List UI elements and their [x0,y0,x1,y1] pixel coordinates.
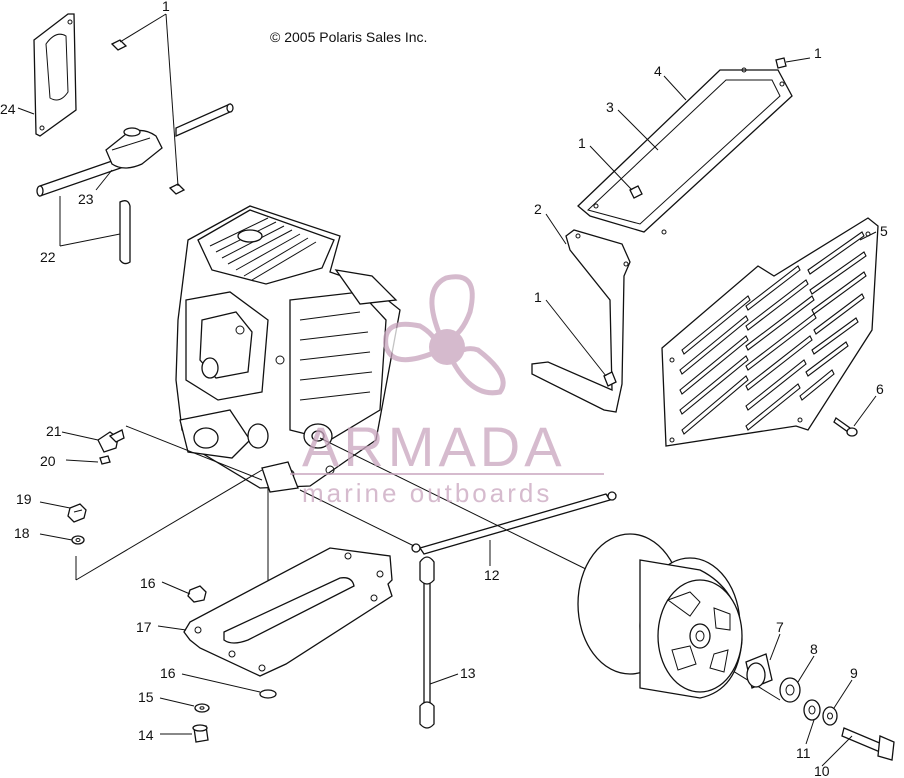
part-2-bracket [531,229,631,413]
part-16-nut-upper [187,585,207,603]
part-24-bracket [33,13,77,137]
callout-16a: 16 [140,575,156,591]
part-17-mounting-plate [183,547,393,677]
callout-6: 6 [876,381,884,397]
part-13-link [419,556,435,729]
copyright-text: © 2005 Polaris Sales Inc. [270,29,427,45]
fastener-1-top [110,39,186,195]
part-7-spacer [745,653,773,689]
callout-22: 22 [40,249,56,265]
part-12-tie-rod [411,491,617,555]
fastener-1-cover [629,185,643,199]
fastener-1-bracket [603,371,617,387]
part-23-fuel-pump [105,127,163,169]
callout-3: 3 [606,99,614,115]
callout-13: 13 [460,665,476,681]
part-9-washer [822,706,838,726]
part-20-nut [99,455,111,465]
callout-15: 15 [138,689,154,705]
callout-12: 12 [484,567,500,583]
part-5-vent-panel [661,217,879,447]
callout-23: 23 [78,191,94,207]
callout-9: 9 [850,665,858,681]
callout-7: 7 [776,619,784,635]
vent-slots [679,231,867,435]
callout-20: 20 [40,453,56,469]
part-19-bolt [67,503,87,523]
engine-block [175,205,401,493]
callout-21: 21 [46,423,62,439]
callout-1a: 1 [162,0,170,14]
part-21-elbow-fitting [97,429,125,453]
callout-18: 18 [14,525,30,541]
callout-17: 17 [136,619,152,635]
part-8-washer [779,677,801,703]
callout-1d: 1 [534,289,542,305]
part-16-nut-lower [259,689,277,699]
callout-4: 4 [654,63,662,79]
part-6-screw [833,417,858,437]
part-18-washer [71,535,85,545]
part-15-washer [194,703,210,713]
callout-5: 5 [880,223,888,239]
callout-2: 2 [534,201,542,217]
callout-10: 10 [814,763,830,778]
callout-14: 14 [138,727,154,743]
clutch-assembly [577,533,743,699]
callout-19: 19 [16,491,32,507]
part-11-washer [803,699,821,721]
armada-logo-watermark: ARMADA marine outboards [290,274,604,508]
callout-11: 11 [796,745,811,761]
callout-24: 24 [0,101,16,117]
callout-1c: 1 [578,135,586,151]
callout-1b: 1 [814,45,822,61]
part-4-cover [577,67,793,235]
callout-8: 8 [810,641,818,657]
propeller-icon [383,274,506,396]
part-14-bolt [192,724,209,743]
watermark-tagline: marine outboards [302,478,552,508]
watermark-brand: ARMADA [302,415,566,478]
callout-16b: 16 [160,665,176,681]
fastener-1-right-top [775,57,787,69]
part-10-bolt [841,727,895,761]
